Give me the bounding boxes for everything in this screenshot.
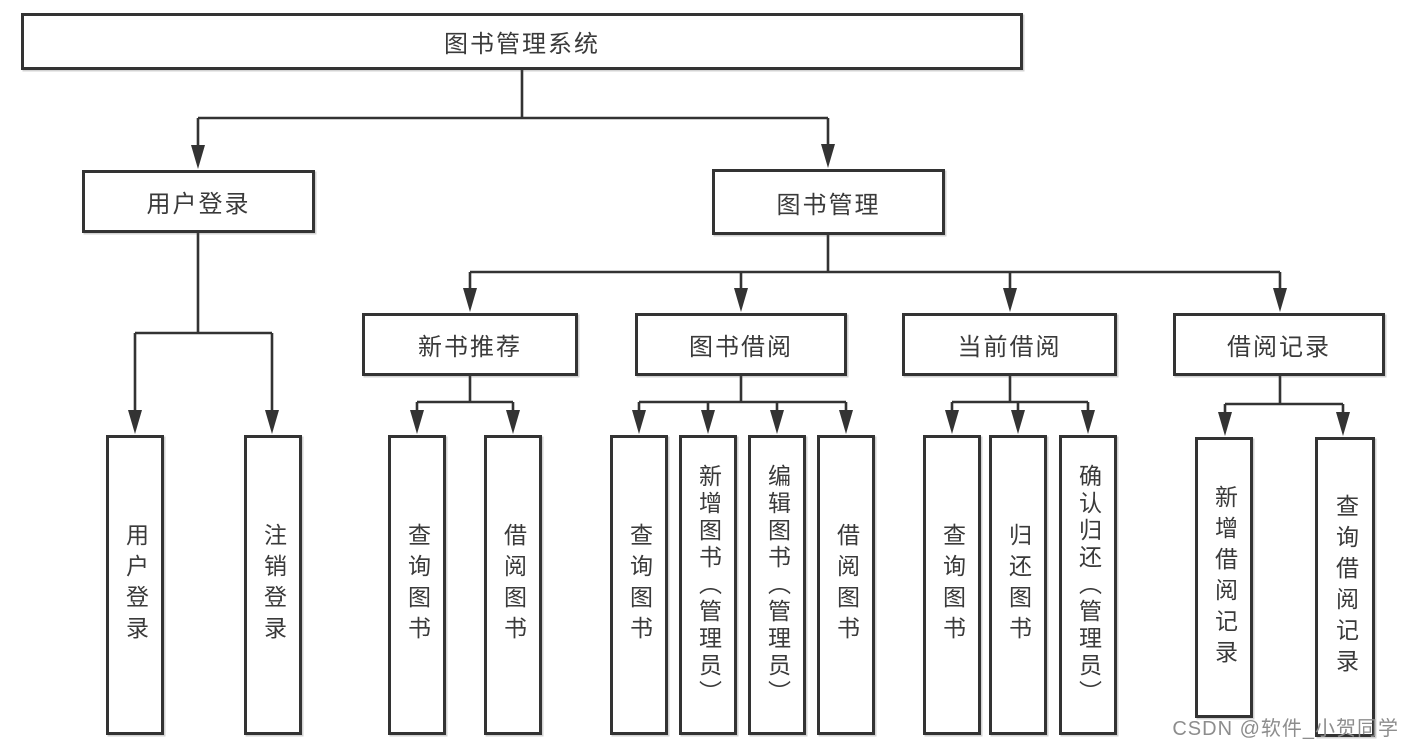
connector-path (415, 376, 515, 414)
node-root: 图书管理系统 (21, 13, 1023, 70)
arrowhead-icon (1003, 288, 1017, 312)
arrowhead-icon (839, 410, 853, 434)
node-label-add-books-admin: 新增图书（管理员） (695, 463, 722, 707)
arrowhead-icon (701, 410, 715, 434)
arrowhead-icon (1011, 410, 1025, 434)
arrowhead-icon (770, 410, 784, 434)
node-user-login-group: 用户登录 (82, 170, 315, 233)
node-label-new-book-recommend: 新书推荐 (418, 334, 522, 361)
node-query-books-2: 查询图书 (610, 435, 668, 735)
node-label-user-login: 用户登录 (122, 523, 149, 647)
arrowhead-icon (410, 410, 424, 434)
connector-path (133, 233, 274, 414)
node-borrow-books-2: 借阅图书 (817, 435, 875, 735)
node-return-books: 归还图书 (989, 435, 1047, 735)
arrowhead-icon (632, 410, 646, 434)
node-current-borrow: 当前借阅 (902, 313, 1117, 376)
arrowhead-icon (821, 144, 835, 168)
arrowhead-icon (1081, 410, 1095, 434)
node-label-return-books: 归还图书 (1005, 523, 1032, 647)
node-add-borrow-record: 新增借阅记录 (1195, 437, 1253, 718)
node-label-current-borrow: 当前借阅 (957, 334, 1062, 361)
node-label-borrow-books-1: 借阅图书 (500, 523, 527, 647)
node-user-login: 用户登录 (106, 435, 164, 735)
connector-path (950, 376, 1090, 414)
node-query-books-1: 查询图书 (388, 435, 446, 735)
node-label-book-borrow: 图书借阅 (689, 334, 793, 361)
connector-path (1223, 376, 1345, 416)
node-label-root: 图书管理系统 (444, 31, 600, 58)
connector-path (468, 235, 1282, 292)
node-label-book-management: 图书管理 (776, 191, 881, 219)
arrowhead-icon (945, 410, 959, 434)
node-borrow-records: 借阅记录 (1173, 313, 1385, 376)
arrowhead-icon (1273, 288, 1287, 312)
node-label-query-borrow-record: 查询借阅记录 (1332, 494, 1359, 680)
node-edit-books-admin: 编辑图书（管理员） (748, 435, 806, 735)
arrowhead-icon (1218, 412, 1232, 436)
node-label-query-books-3: 查询图书 (939, 523, 966, 647)
node-label-query-books-2: 查询图书 (626, 523, 653, 647)
node-query-borrow-record: 查询借阅记录 (1315, 437, 1375, 737)
node-label-edit-books-admin: 编辑图书（管理员） (764, 463, 791, 707)
arrowhead-icon (1336, 412, 1350, 436)
node-borrow-books-1: 借阅图书 (484, 435, 542, 735)
watermark: CSDN @软件_小贺同学 (1172, 718, 1399, 740)
arrowhead-icon (128, 410, 142, 434)
node-label-confirm-return-admin: 确认归还（管理员） (1075, 463, 1102, 707)
arrowhead-icon (506, 410, 520, 434)
node-label-query-books-1: 查询图书 (404, 523, 431, 647)
connector-path (196, 70, 830, 149)
node-add-books-admin: 新增图书（管理员） (679, 435, 737, 735)
arrowhead-icon (463, 288, 477, 312)
connector-path (637, 376, 848, 414)
node-label-user-login-group: 用户登录 (146, 191, 251, 218)
node-label-add-borrow-record: 新增借阅记录 (1211, 484, 1238, 671)
arrowhead-icon (191, 145, 205, 169)
arrowhead-icon (734, 288, 748, 312)
node-query-books-3: 查询图书 (923, 435, 981, 735)
node-label-logout: 注销登录 (260, 523, 287, 647)
arrowhead-icon (265, 410, 279, 434)
node-logout: 注销登录 (244, 435, 302, 735)
node-new-book-recommend: 新书推荐 (362, 313, 578, 376)
node-book-management: 图书管理 (712, 169, 945, 235)
node-label-borrow-records: 借阅记录 (1227, 334, 1331, 361)
node-confirm-return-admin: 确认归还（管理员） (1059, 435, 1117, 735)
node-book-borrow: 图书借阅 (635, 313, 847, 376)
node-label-borrow-books-2: 借阅图书 (833, 523, 860, 647)
